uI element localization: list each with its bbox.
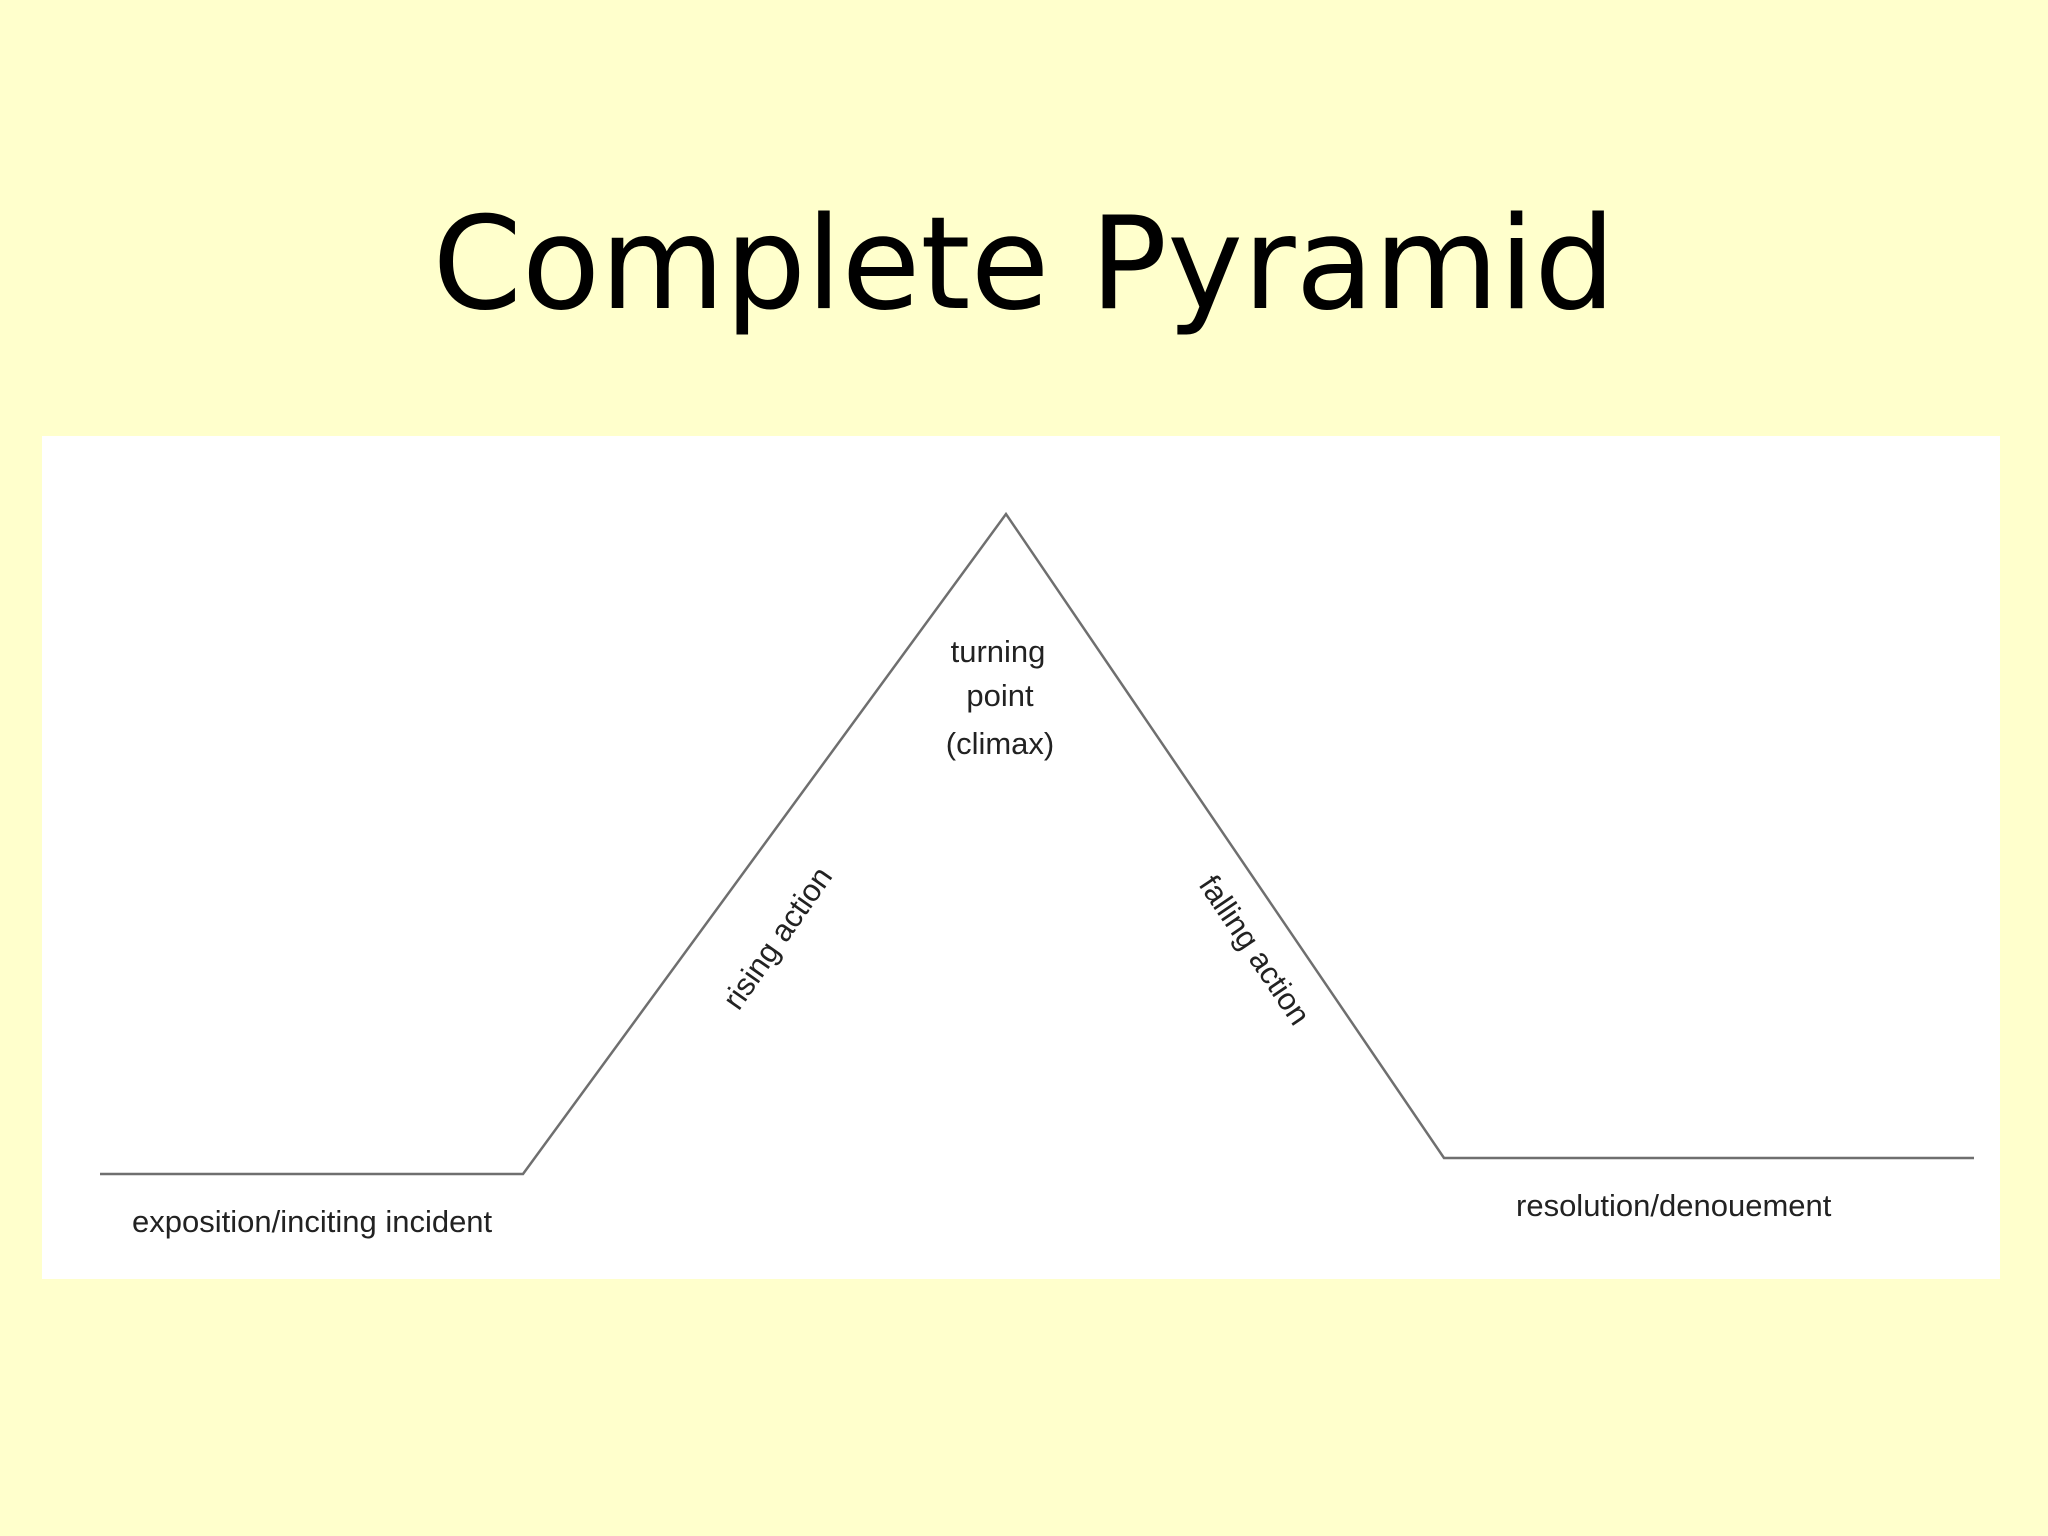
climax-label-line-1: turning xyxy=(951,634,1046,669)
climax-label-line-3: (climax) xyxy=(946,726,1055,761)
falling-action-label: falling action xyxy=(1192,869,1317,1031)
exposition-label: exposition/inciting incident xyxy=(132,1204,493,1239)
slide-title: Complete Pyramid xyxy=(432,190,1616,339)
resolution-label: resolution/denouement xyxy=(1516,1188,1832,1223)
plot-pyramid-line xyxy=(100,511,1974,1176)
climax-label-line-2: point xyxy=(966,678,1034,713)
plot-pyramid-diagram: exposition/inciting incident rising acti… xyxy=(100,511,1974,1239)
plot-diagram-panel: exposition/inciting incident rising acti… xyxy=(42,436,2000,1279)
